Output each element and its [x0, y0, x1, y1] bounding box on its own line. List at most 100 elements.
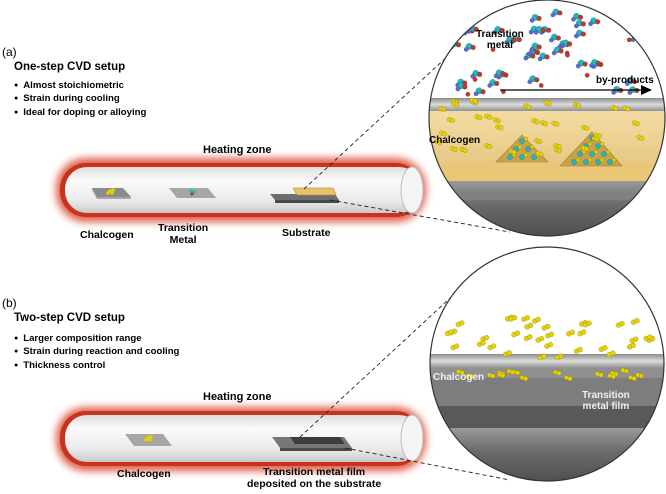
lattice-chalcogen-atom — [523, 136, 529, 142]
chalcogen-atom — [638, 373, 644, 379]
chalcogen-atom — [610, 350, 616, 356]
substrate-a — [270, 187, 339, 203]
chalcogen-atom — [623, 368, 629, 374]
chalcogen-atom — [541, 353, 547, 359]
byproduct-atom — [595, 19, 601, 25]
chalcogen-atom — [490, 373, 496, 379]
chalcogen-atom — [437, 140, 443, 146]
byproduct-atom — [499, 27, 505, 34]
ligand-atom — [575, 63, 581, 69]
lattice-chalcogen-atom — [599, 157, 605, 163]
chalcogen-atom — [538, 335, 545, 342]
chalcogen-atom — [602, 345, 608, 351]
magnified-transition-metal-label: Transition metal — [476, 29, 524, 51]
chalcogen-atom — [537, 139, 543, 145]
metal-atom — [632, 22, 640, 29]
chalcogen-atom — [596, 133, 602, 139]
chalcogen-atom — [613, 106, 619, 112]
panel-label-b: (b) — [2, 296, 17, 310]
byproduct-atom — [472, 77, 478, 82]
zoom-line-bottom-a — [329, 199, 511, 233]
chalcogen-atom — [543, 121, 549, 127]
ligand-atom — [527, 79, 533, 85]
chalcogen-atom — [440, 106, 446, 112]
feature-item: Almost stoichiometric — [14, 80, 146, 93]
chalcogen-atom — [577, 346, 583, 353]
magnified-chalcogen-label-b: Chalcogen — [433, 372, 485, 383]
heating-zone-label-a: Heating zone — [203, 144, 272, 156]
ligand-atom — [487, 83, 493, 88]
chalcogen-atom — [546, 101, 552, 107]
feature-list-a: Almost stoichiometric Strain during cool… — [14, 80, 146, 120]
ligand-atom — [588, 21, 594, 27]
byproduct-atom — [540, 27, 546, 33]
chalcogen-atom — [477, 115, 483, 121]
byproduct-atom — [582, 61, 588, 67]
chalcogen-atom — [472, 98, 478, 104]
chalcogen-atom — [515, 370, 521, 376]
ligand-atom — [473, 91, 479, 97]
furnace-tube-b — [56, 407, 426, 471]
zoom-line-bottom-b — [344, 447, 511, 481]
chalcogen-atom — [554, 121, 560, 127]
chalcogen-atom — [547, 341, 554, 348]
lattice-metal-atom — [601, 151, 607, 157]
ligand-atom — [470, 73, 476, 79]
ligand-atom — [549, 37, 554, 43]
magnified-chalcogen-label-a: Chalcogen — [429, 135, 481, 146]
lattice-chalcogen-atom — [587, 157, 593, 163]
ligand-atom — [560, 43, 565, 49]
chalcogen-atom — [634, 121, 640, 127]
byproduct-atom — [584, 72, 590, 78]
chalcogen-atom — [526, 104, 532, 110]
ligand-atom — [474, 14, 480, 20]
byproduct-atom — [500, 71, 506, 77]
chalcogen-atom — [535, 316, 541, 323]
chalcogen-atom — [453, 343, 460, 349]
ligand-atom — [589, 63, 594, 68]
chalcogen-atom — [548, 331, 555, 337]
chalcogen-atom — [630, 342, 636, 349]
byproduct-atom — [455, 42, 462, 48]
lattice-metal-atom — [577, 151, 583, 157]
chalcogen-atom — [538, 151, 544, 157]
chalcogen-boat-b — [125, 434, 172, 446]
chalcogen-atom — [524, 315, 531, 321]
lattice-metal-atom — [595, 143, 601, 149]
chalcogen-atom — [506, 350, 512, 356]
chalcogen-atom — [527, 322, 534, 329]
chalcogen-atom — [511, 149, 517, 155]
lattice-metal-atom — [583, 159, 589, 165]
lattice-metal-atom — [519, 154, 525, 160]
byproduct-atom — [637, 23, 643, 30]
ligand-atom — [624, 81, 630, 86]
ligand-atom — [630, 26, 636, 31]
magnifier-a — [428, 0, 666, 237]
byproduct-atom — [546, 27, 552, 33]
chalcogen-atom — [575, 103, 581, 109]
ligand-atom — [463, 47, 469, 52]
ligand-atom — [611, 90, 617, 95]
chalcogen-atom — [500, 373, 506, 379]
byproduct-atom — [580, 21, 586, 27]
chalcogen-atom — [534, 119, 540, 125]
lattice-metal-atom — [595, 159, 601, 165]
chalcogen-boat-a — [92, 188, 131, 199]
byproduct-atom — [534, 49, 540, 55]
byproduct-atom — [637, 35, 643, 41]
ligand-atom — [573, 23, 579, 29]
transition-metal-label-a: Transition Metal — [158, 222, 209, 246]
chalcogen-atom — [442, 131, 448, 137]
chalcogen-atom — [557, 353, 564, 359]
chalcogen-atom — [545, 323, 551, 330]
chalcogen-atom — [633, 336, 639, 342]
chalcogen-atom — [569, 329, 576, 336]
lattice-chalcogen-atom — [611, 157, 617, 163]
panel-label-a: (a) — [2, 45, 17, 59]
byproduct-atom — [462, 84, 468, 90]
feature-item: Thickness control — [14, 360, 179, 373]
ligand-atom — [504, 39, 510, 45]
ligand-atom — [571, 16, 576, 22]
chalcogen-atom — [480, 340, 486, 346]
